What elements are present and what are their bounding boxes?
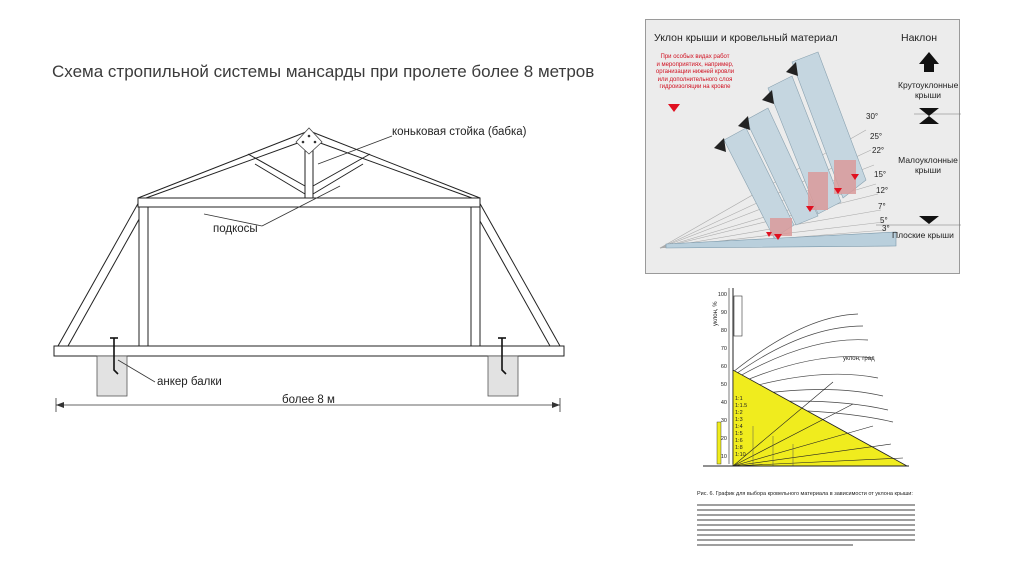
roofing-chart-drawing (697, 288, 915, 546)
yellow-slope-triangle (732, 369, 908, 467)
slope-drawing (659, 51, 961, 249)
note-triangle (668, 104, 680, 112)
span-label: более 8 м (282, 394, 335, 406)
slope-title: Уклон крыши и кровельный материал (654, 32, 838, 44)
angle-label: 3° (882, 224, 890, 233)
ridge-post-label: коньковая стойка (бабка) (392, 126, 527, 138)
right-rafter-inner (470, 204, 551, 347)
angle-label: 22° (872, 146, 885, 155)
anchor-label: анкер балки (157, 376, 222, 388)
steep-arrow-icon (919, 52, 939, 72)
flat-roof-base (665, 231, 897, 249)
post-right (470, 206, 481, 347)
angle-label: 5° (880, 216, 888, 225)
steep-bound-icon (919, 108, 939, 116)
leader-ridge (317, 135, 393, 165)
highlight-zone-c (770, 218, 792, 236)
angle-label: 25° (870, 132, 883, 141)
anchor-right (501, 338, 507, 375)
upper-rafter-right (311, 131, 481, 199)
angle-label: 30° (866, 112, 879, 121)
upper-rafter-left (137, 131, 307, 199)
truss-drawing (53, 127, 565, 412)
leader-anchor (117, 359, 156, 383)
band-1 (723, 127, 795, 239)
anchor-left (113, 338, 119, 375)
strut-left (247, 153, 306, 187)
angle-label: 15° (874, 170, 887, 179)
wall-left (96, 355, 128, 397)
leader-struts-b (261, 185, 341, 227)
strut-right (312, 153, 371, 187)
strut-right-inner (312, 163, 364, 195)
strut-left-inner (254, 163, 306, 195)
angle-label: 12° (876, 186, 889, 195)
post-left (138, 206, 149, 347)
upper-rafter-right-inner (311, 139, 473, 199)
angle-label: 7° (878, 202, 886, 211)
highlight-zone-a (808, 172, 828, 210)
incline-header: Наклон (901, 32, 938, 44)
flat-roofs-label: Плоские крыши (892, 230, 954, 240)
struts-label: подкосы (213, 223, 258, 235)
truss-title: Схема стропильной системы мансарды при п… (52, 62, 595, 81)
slope-panel: Уклон крыши и кровельный материал Наклон… (645, 19, 961, 274)
highlight-zone-b (834, 160, 856, 194)
right-rafter (477, 199, 561, 347)
floor-beam (53, 345, 565, 357)
ridge-plate (295, 127, 323, 155)
chart-angle-label: уклон, град (843, 356, 875, 362)
upper-rafter-left-inner (145, 139, 307, 199)
chart-caption: Рис. 6. График для выбора кровельного ма… (697, 491, 913, 497)
leader-struts-a (203, 213, 263, 227)
left-rafter (57, 199, 141, 347)
left-rafter-inner (67, 204, 148, 347)
wall-right (487, 355, 519, 397)
band-2 (745, 107, 819, 226)
collar-beam (137, 197, 481, 208)
low-bound-icon (919, 216, 939, 224)
